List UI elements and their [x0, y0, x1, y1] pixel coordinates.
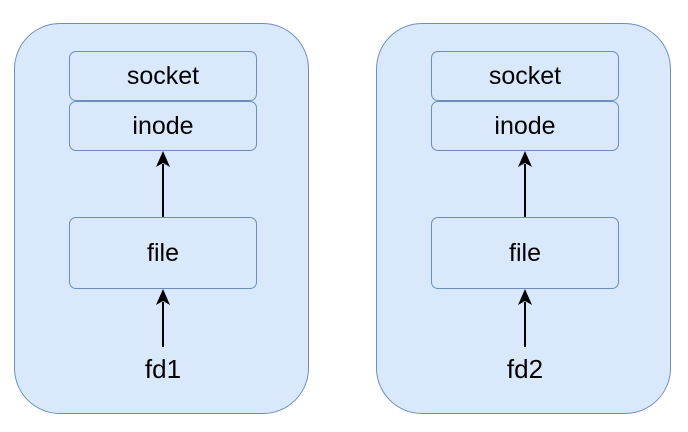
socket-box: socket: [431, 51, 619, 101]
file-to-inode-arrow: [518, 151, 532, 217]
inode-label: inode: [132, 111, 194, 140]
socket-label: socket: [126, 61, 200, 90]
inode-box: inode: [69, 101, 257, 151]
fd-to-file-arrow: [156, 289, 170, 347]
inode-label: inode: [494, 111, 556, 140]
fd-label: fd2: [506, 354, 544, 384]
process-group-1: socket inode file fd1: [14, 23, 309, 414]
socket-label: socket: [488, 61, 562, 90]
file-label: file: [147, 238, 179, 267]
socket-box: socket: [69, 51, 257, 101]
file-box: file: [69, 217, 257, 289]
fd-to-file-arrow: [518, 289, 532, 347]
process-group-2: socket inode file fd2: [376, 23, 671, 414]
inode-box: inode: [431, 101, 619, 151]
file-to-inode-arrow: [156, 151, 170, 217]
file-label: file: [509, 238, 541, 267]
file-box: file: [431, 217, 619, 289]
fd-label: fd1: [144, 354, 182, 384]
